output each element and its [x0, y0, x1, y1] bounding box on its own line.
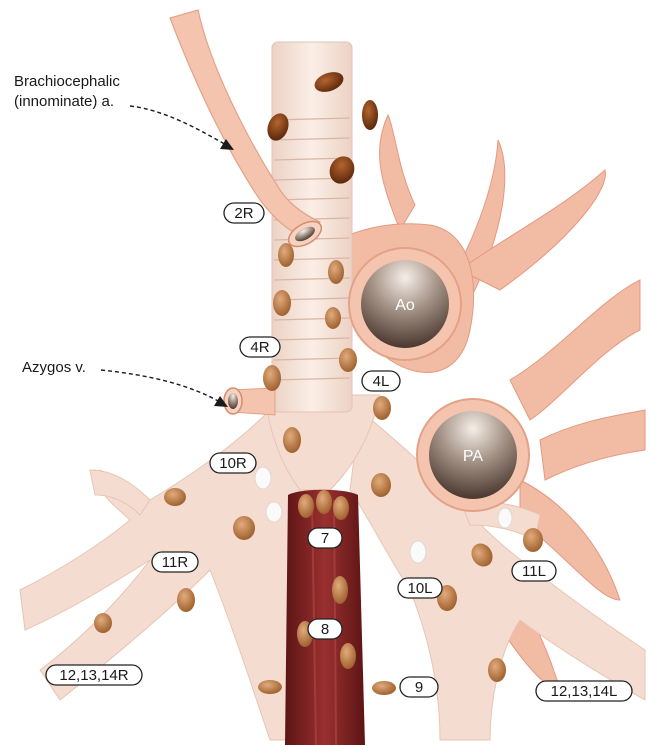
station-label-12-13-14L: 12,13,14L [536, 681, 632, 701]
station-label-9: 9 [400, 677, 438, 697]
station-label-4L: 4L [362, 371, 400, 391]
station-label-text: 8 [321, 621, 329, 638]
station-label-text: 7 [321, 530, 329, 547]
lymph-node [263, 365, 281, 391]
lymph-node [94, 613, 112, 633]
azygos-vein [224, 388, 275, 415]
station-label-10L: 10L [398, 578, 442, 598]
callout-arrows [101, 106, 228, 402]
station-label-11L: 11L [512, 561, 556, 581]
lymph-node [258, 680, 282, 694]
station-label-text: 12,13,14R [59, 667, 128, 684]
azygos-label: Azygos v. [22, 359, 86, 376]
lymph-node [339, 348, 357, 372]
lymph-node [371, 473, 391, 497]
lymph-node [328, 260, 344, 284]
station-label-8: 8 [308, 619, 342, 639]
lymph-node [316, 490, 332, 514]
lymph-node [325, 307, 341, 329]
station-label-text: 11R [162, 554, 189, 571]
lymph-node [298, 494, 314, 518]
station-label-12-13-14R: 12,13,14R [46, 665, 142, 685]
lymph-node [340, 643, 356, 669]
lymph-node [164, 488, 186, 506]
lymph-node [278, 243, 294, 267]
lymph-node [488, 658, 506, 682]
lymph-node [362, 100, 378, 130]
station-label-4R: 4R [240, 337, 280, 357]
station-label-text: 4R [250, 339, 269, 356]
pulmonary-artery-label: PA [463, 448, 483, 465]
station-label-text: 2R [234, 205, 253, 222]
station-label-7: 7 [308, 528, 342, 548]
station-label-2R: 2R [224, 203, 264, 223]
lymph-node [373, 396, 391, 420]
station-label-text: 9 [415, 679, 423, 696]
callout-arrowheads [214, 139, 234, 407]
lymph-node [233, 516, 255, 540]
station-label-11R: 11R [152, 552, 198, 572]
station-label-text: 12,13,14L [551, 683, 618, 700]
lymph-node [177, 588, 195, 612]
station-label-10R: 10R [210, 453, 256, 473]
lymph-node [332, 576, 348, 604]
station-label-text: 10L [407, 580, 432, 597]
lymph-node [273, 290, 291, 316]
brachiocephalic-label-line2: (innominate) a. [14, 93, 114, 110]
brachiocephalic-label-line1: Brachiocephalic [14, 73, 120, 90]
lymph-node [372, 681, 396, 695]
aorta-label: Ao [395, 297, 415, 314]
lymph-node [283, 427, 301, 453]
station-label-text: 11L [522, 563, 546, 580]
station-label-text: 10R [219, 455, 247, 472]
station-label-text: 4L [373, 373, 390, 390]
lymph-node [523, 528, 543, 552]
lymph-node [333, 496, 349, 520]
